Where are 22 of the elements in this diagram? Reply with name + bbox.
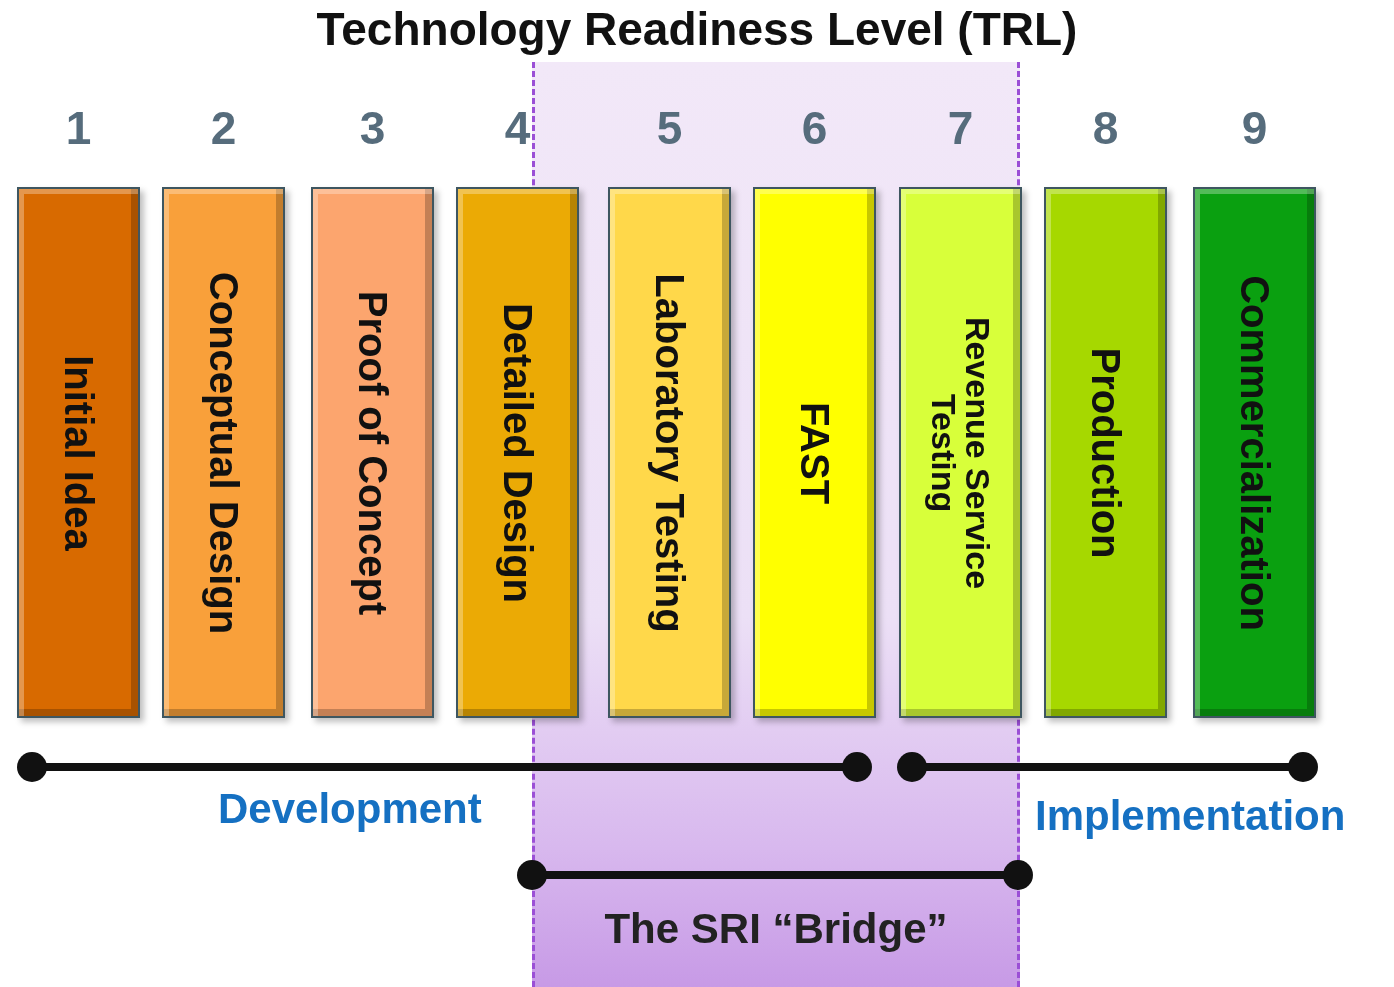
bar-label: Laboratory Testing xyxy=(649,271,690,635)
level-number: 2 xyxy=(209,101,238,155)
level-number: 4 xyxy=(503,101,532,155)
level-number: 3 xyxy=(358,101,387,155)
phase-label: Implementation xyxy=(1035,792,1346,840)
bar-label: Initial Idea xyxy=(58,353,99,553)
diagram-title: Technology Readiness Level (TRL) xyxy=(315,2,1079,56)
level-number: 5 xyxy=(655,101,684,155)
bar-label: Commercialization xyxy=(1234,273,1275,633)
bridge-label: The SRI “Bridge” xyxy=(603,905,949,953)
bar-label: FAST xyxy=(794,400,835,506)
bar-label: Revenue Service Testing xyxy=(926,315,995,591)
level-number: 7 xyxy=(946,101,975,155)
phase-label: Development xyxy=(218,785,482,833)
level-number: 9 xyxy=(1240,101,1269,155)
bar-label: Proof of Concept xyxy=(352,289,393,617)
bar-label: Conceptual Design xyxy=(203,270,244,636)
level-number: 8 xyxy=(1091,101,1120,155)
bar-label: Production xyxy=(1085,345,1126,561)
level-number: 6 xyxy=(800,101,829,155)
level-number: 1 xyxy=(64,101,93,155)
bar-label: Detailed Design xyxy=(497,301,538,605)
